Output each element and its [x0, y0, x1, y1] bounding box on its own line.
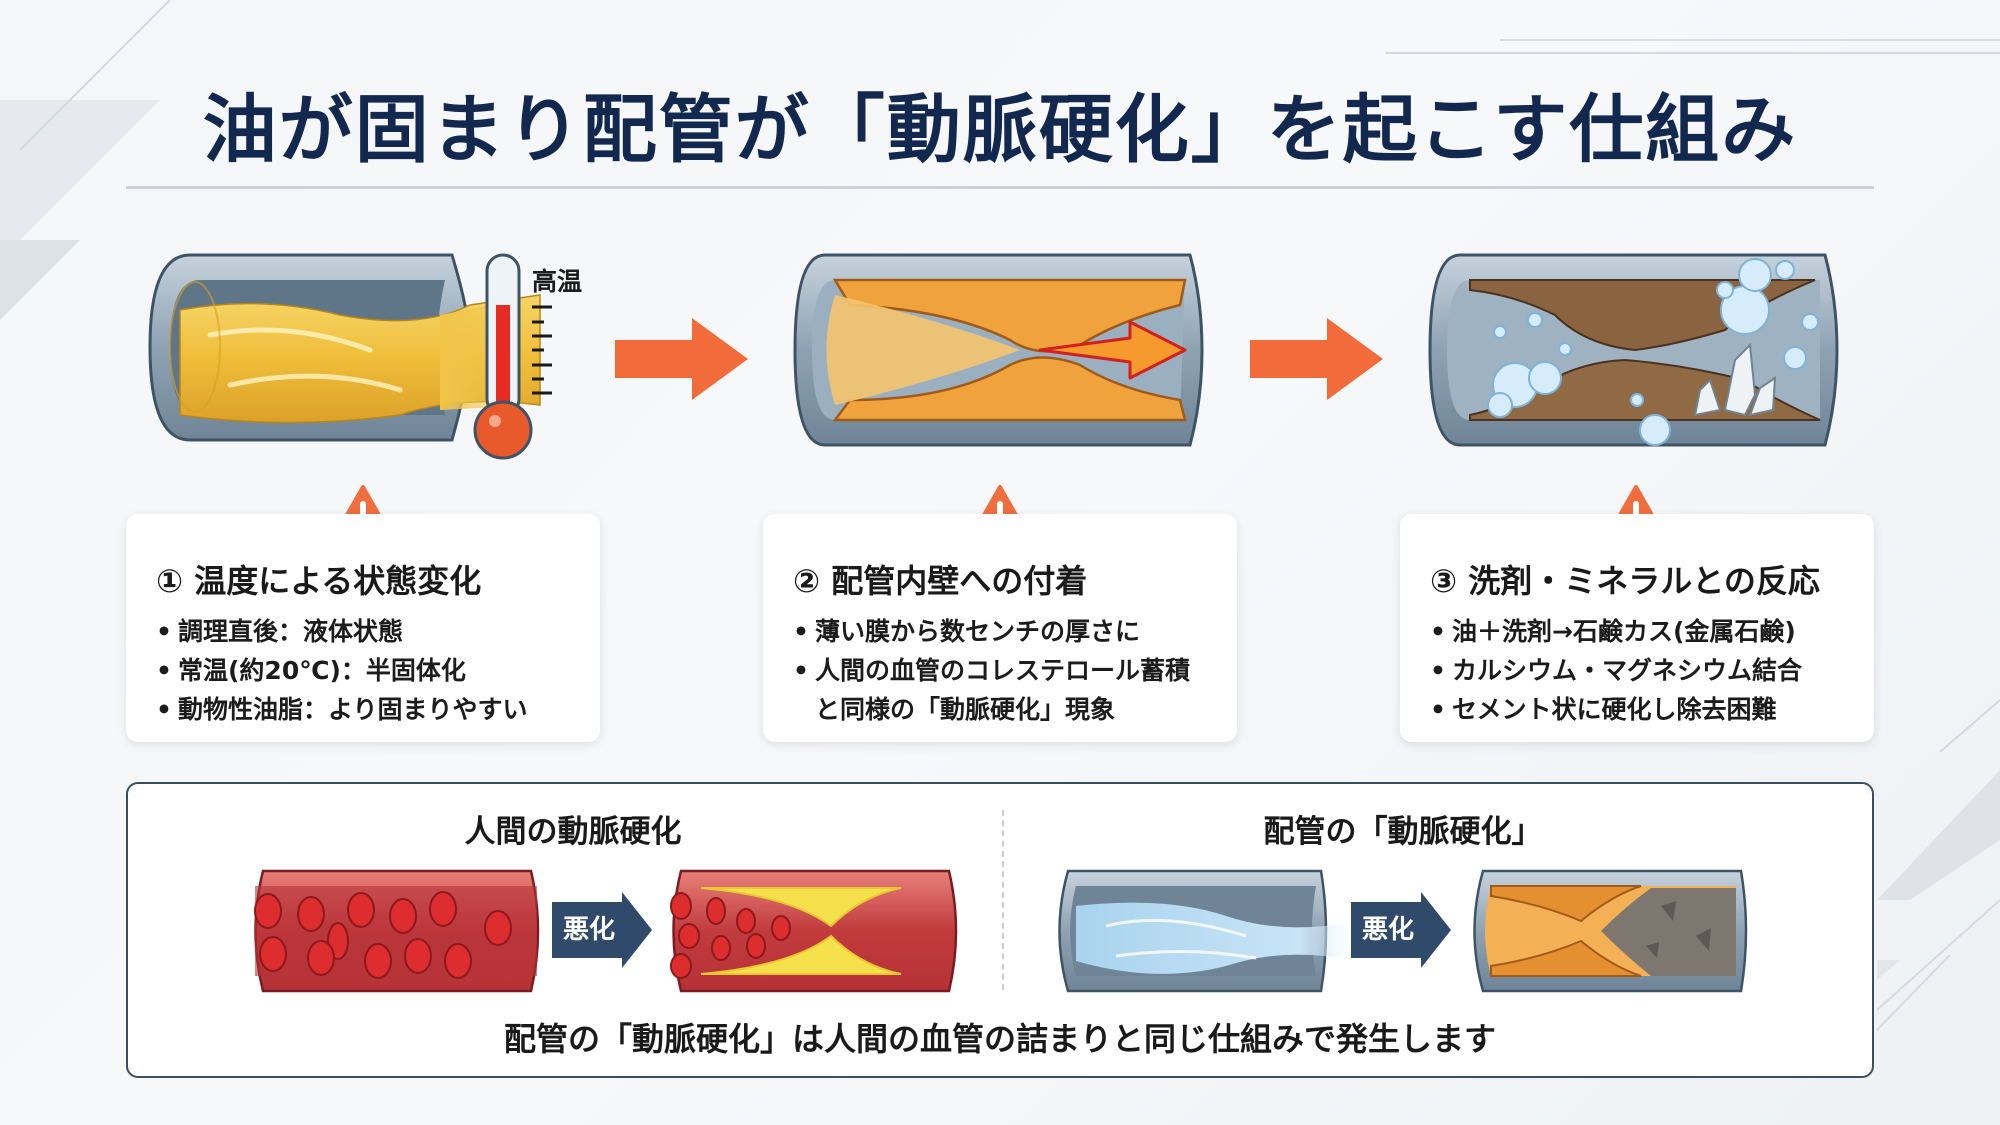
flow-arrow-icon [1038, 320, 1187, 380]
page-title: 油が固まり配管が「動脈硬化」を起こす仕組み [202, 87, 1798, 173]
step-card-bullet: 調理直後：液体状態 [156, 612, 572, 651]
decorative-rule [1500, 39, 2000, 41]
worsen-label: 悪化 [1362, 915, 1415, 945]
step-card-bullet: カルシウム・マグネシウム結合 [1430, 651, 1846, 690]
bubbles-icon [1487, 258, 1819, 446]
pipe-grease-buildup-illustration [793, 253, 1204, 447]
clean-pipe-water-illustration [1058, 869, 1356, 993]
worsen-arrow [552, 892, 652, 968]
clogged-pipe-illustration [1473, 869, 1748, 993]
human-arteriosclerosis-title: 人間の動脈硬化 [464, 814, 682, 850]
step-card-heading: ② 配管内壁への付着 [793, 562, 1088, 600]
thermometer-label: 高温 [532, 267, 583, 296]
step-card-bullet: と同様の「動脈硬化」現象 [815, 695, 1116, 724]
step-card-bullet: 常温(約20℃)：半固体化 [156, 651, 572, 690]
panel-divider [1002, 810, 1004, 990]
step-card-bullet: 油＋洗剤→石鹸カス(金属石鹸) [1430, 612, 1846, 651]
worsen-label: 悪化 [563, 915, 616, 945]
step-arrow-icon [615, 318, 748, 400]
step-card-heading: ① 温度による状態変化 [156, 562, 482, 600]
step-card-temperature: ① 温度による状態変化 調理直後：液体状態 常温(約20℃)：半固体化 動物性油… [126, 514, 600, 742]
crystals-icon [1693, 342, 1777, 417]
step-card-bullet: 人間の血管のコレステロール蓄積 [793, 651, 1209, 690]
worsen-arrow [1351, 892, 1451, 968]
step-card-bullet: セメント状に硬化し除去困難 [1430, 690, 1846, 729]
step-card-heading: ③ 洗剤・ミネラルとの反応 [1430, 562, 1820, 600]
comparison-panel: 人間の動脈硬化 配管の「動脈硬化」 悪化 [126, 782, 1874, 1078]
plaque-blood-vessel-illustration [670, 869, 958, 993]
step-card-adhesion: ② 配管内壁への付着 薄い膜から数センチの厚さに 人間の血管のコレステロール蓄積… [763, 514, 1237, 742]
step-card-bullet: 薄い膜から数センチの厚さに [793, 612, 1209, 651]
step-card-detergent-minerals: ③ 洗剤・ミネラルとの反応 油＋洗剤→石鹸カス(金属石鹸) カルシウム・マグネシ… [1400, 514, 1874, 742]
pipe-soap-scum-minerals-illustration [1428, 253, 1839, 447]
pipe-liquid-oil-illustration [148, 253, 552, 460]
healthy-blood-vessel-illustration [254, 869, 540, 993]
step-card-bullet: 動物性油脂：より固まりやすい [156, 690, 572, 729]
pipe-arteriosclerosis-title: 配管の「動脈硬化」 [1263, 814, 1543, 850]
step-arrow-icon [1250, 318, 1383, 400]
decorative-rule [1385, 52, 2000, 54]
comparison-footer: 配管の「動脈硬化」は人間の血管の詰まりと同じ仕組みで発生します [503, 1020, 1496, 1058]
thermometer-icon [473, 253, 552, 460]
title-underline [126, 186, 1874, 189]
